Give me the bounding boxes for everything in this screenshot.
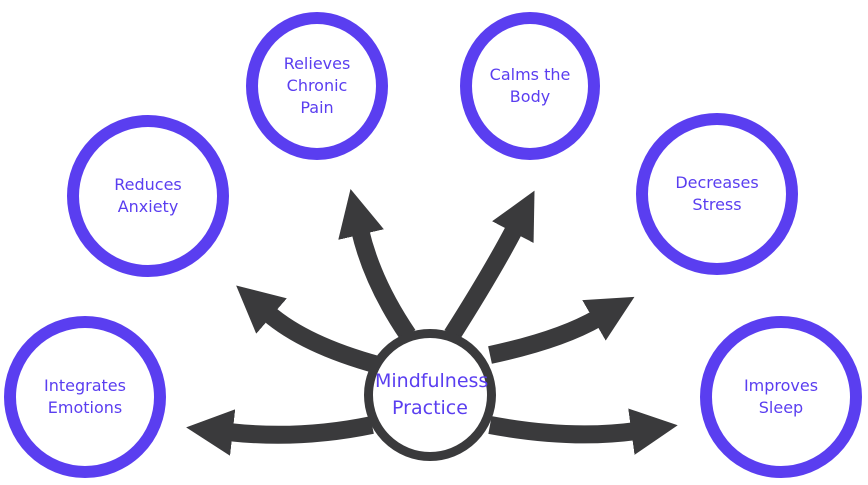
center-label: Mindfulness Practice xyxy=(375,370,489,419)
benefit-label: Relieves Chronic Pain xyxy=(283,54,351,117)
center-node: Mindfulness Practice xyxy=(364,329,496,461)
benefit-label: Reduces Anxiety xyxy=(114,175,182,216)
arrow-integrates-emotions xyxy=(186,409,374,456)
benefit-relieves-chronic-pain: Relieves Chronic Pain xyxy=(246,12,388,160)
benefit-label: Improves Sleep xyxy=(743,376,819,417)
benefit-label: Calms the Body xyxy=(489,65,571,106)
benefit-label: Integrates Emotions xyxy=(44,376,126,417)
arrow-calms-the-body xyxy=(444,190,535,340)
benefit-reduces-anxiety: Reduces Anxiety xyxy=(67,115,229,277)
arrow-relieves-chronic-pain xyxy=(338,188,416,341)
arrow-reduces-anxiety xyxy=(236,285,381,374)
benefit-decreases-stress: Decreases Stress xyxy=(636,113,798,275)
benefit-improves-sleep: Improves Sleep xyxy=(700,316,862,478)
arrow-improves-sleep xyxy=(488,408,678,455)
benefit-label: Decreases Stress xyxy=(675,173,759,214)
arrow-decreases-stress xyxy=(488,296,635,364)
benefit-calms-the-body: Calms the Body xyxy=(460,12,600,160)
benefit-integrates-emotions: Integrates Emotions xyxy=(4,316,166,478)
